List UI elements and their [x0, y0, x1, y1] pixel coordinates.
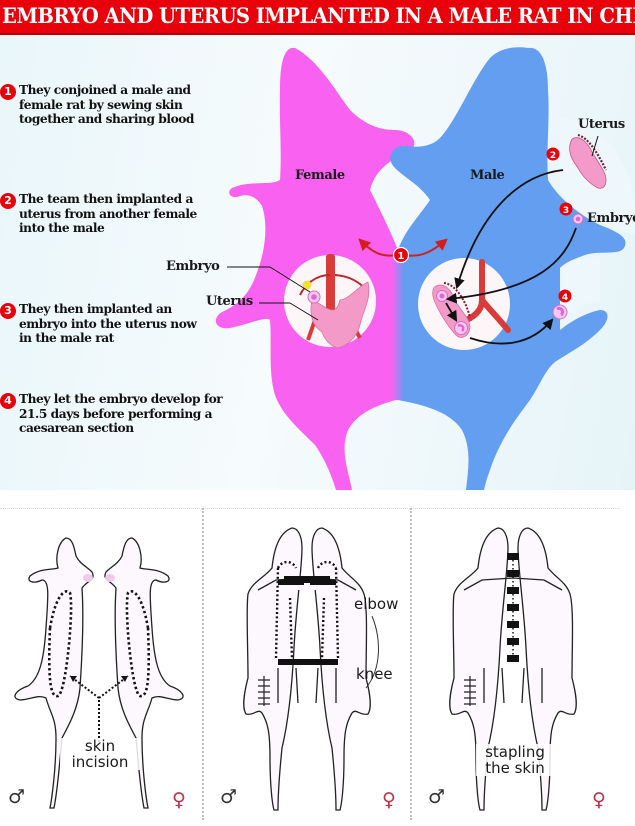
two-rats-back-up-drawing — [243, 527, 379, 811]
shared-skin-seam — [392, 250, 404, 400]
male-label: Male — [470, 168, 505, 183]
step-badge: 2 — [0, 193, 16, 209]
two-rats-belly-up-drawing — [14, 537, 184, 809]
embryo-label-right: Embryo — [587, 211, 635, 226]
embryo-label-left: Embryo — [166, 259, 220, 274]
elbow-label: elbow — [354, 595, 399, 613]
label-line: the skin — [485, 759, 545, 777]
infographic-panel: 1 2 3 4 1 They conjoined a male and fema… — [0, 35, 635, 490]
svg-text:2: 2 — [550, 151, 556, 161]
procedure-panels: skin incision ♂ ♀ elbow knee ♂ ♀ — [0, 490, 635, 826]
diagram-badge-2: 2 — [546, 147, 560, 161]
uterus-transfer-arrow — [454, 169, 564, 290]
diagram-badge-3: 3 — [559, 202, 573, 216]
female-symbol-icon: ♀ — [382, 789, 396, 811]
stapling-label: stapling the skin — [476, 744, 554, 776]
female-rat-outline — [311, 527, 371, 811]
female-blood-vessel — [326, 254, 335, 324]
svg-text:4: 4 — [562, 293, 568, 303]
step-text: They then implanted an embryo into the u… — [19, 302, 197, 345]
diagram-badge-1: 1 — [392, 246, 410, 264]
pup-icon — [552, 304, 568, 320]
birth-arrow — [469, 318, 554, 345]
embryo-transfer-arrow — [445, 227, 577, 304]
female-label: Female — [295, 168, 345, 183]
uterus-label-right: Uterus — [578, 117, 625, 132]
male-symbol-icon: ♂ — [8, 786, 26, 808]
male-symbol-icon: ♂ — [220, 786, 238, 808]
svg-text:3: 3 — [563, 206, 569, 216]
step-1: 1 They conjoined a male and female rat b… — [0, 83, 224, 127]
step-2: 2 The team then implanted a uterus from … — [0, 192, 204, 236]
svg-text:1: 1 — [398, 251, 405, 262]
headline-banner: EMBRYO AND UTERUS IMPLANTED IN A MALE RA… — [0, 0, 635, 35]
label-line: incision — [71, 753, 129, 771]
parabiosis-illustration: 1 2 3 4 — [215, 47, 635, 490]
male-organ-inset — [418, 258, 511, 350]
ovary-dot — [302, 280, 312, 290]
female-uterus-shape — [310, 281, 370, 349]
step-text: They conjoined a male and female rat by … — [19, 83, 194, 126]
panel-divider — [410, 508, 412, 820]
step-badge: 4 — [0, 393, 16, 409]
female-organ-inset — [284, 254, 376, 349]
step-text: They let the embryo develop for 21.5 day… — [19, 392, 223, 435]
two-rats-stapled-drawing — [449, 527, 577, 811]
female-symbol-icon: ♀ — [592, 789, 606, 811]
male-rat-outline — [243, 527, 303, 811]
panel-joint-connection: elbow knee ♂ ♀ — [206, 508, 408, 820]
step-text: The team then implanted a uterus from an… — [19, 192, 197, 235]
step-badge: 3 — [0, 303, 16, 319]
headline-title: EMBRYO AND UTERUS IMPLANTED IN A MALE RA… — [2, 3, 635, 28]
diagram-badge-4: 4 — [558, 289, 572, 303]
step-4: 4 They let the embryo develop for 21.5 d… — [0, 392, 234, 436]
step-3: 3 They then implanted an embryo into the… — [0, 302, 204, 346]
knee-join-bar — [278, 659, 338, 665]
male-rat-silhouette — [390, 47, 626, 490]
donor-uterus — [569, 133, 607, 189]
female-symbol-icon: ♀ — [172, 789, 186, 811]
step-badge: 1 — [0, 84, 16, 100]
skin-incision-label: skin incision — [60, 738, 140, 770]
label-line: skin — [84, 737, 116, 755]
knee-label: knee — [356, 665, 393, 683]
panel-stapling: stapling the skin ♂ ♀ — [414, 508, 620, 820]
staples — [507, 553, 519, 662]
male-symbol-icon: ♂ — [428, 786, 446, 808]
male-rat-outline — [449, 527, 509, 811]
elbow-join-bar — [284, 576, 330, 583]
panel-skin-incision: skin incision ♂ ♀ — [0, 508, 200, 820]
uterus-label-left: Uterus — [206, 294, 253, 309]
label-line: stapling — [485, 743, 545, 761]
blood-share-arrow-left — [358, 238, 397, 257]
panel-divider — [202, 508, 204, 820]
